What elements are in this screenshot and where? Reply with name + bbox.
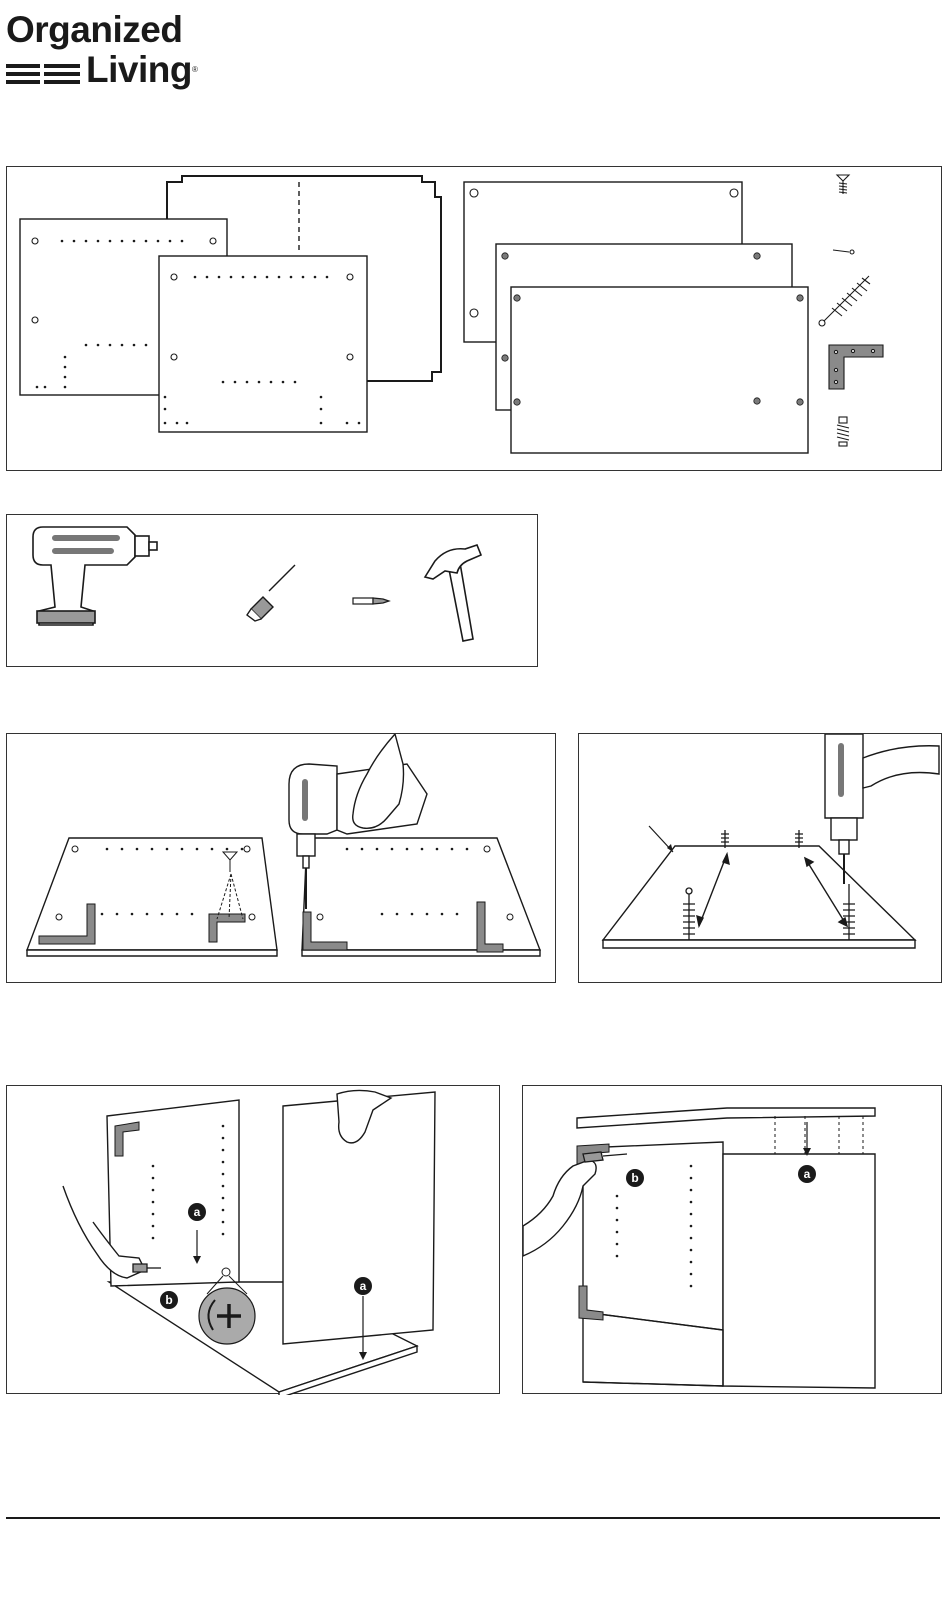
footer-rule (6, 1517, 940, 1519)
step-badge-b: b (626, 1169, 644, 1187)
drill-icon (825, 734, 939, 884)
step-attach-brackets-panel (6, 733, 556, 983)
dowel-pin-icon (833, 250, 854, 254)
cam-bolt-icon (819, 276, 870, 326)
step-badge-label: b (165, 1293, 172, 1307)
drill-icon (33, 527, 157, 625)
step-badge-label: a (194, 1205, 201, 1219)
step-badge-a: a (188, 1203, 206, 1221)
logo-stripes-icon (6, 64, 82, 86)
attach-brackets-illustration (7, 734, 557, 984)
parts-panel (6, 166, 942, 471)
step-badge-label: a (360, 1279, 367, 1293)
install-cam-bolts-illustration (579, 734, 943, 984)
step-badge-label: b (631, 1171, 638, 1185)
logo-line-1: Organized (6, 10, 182, 50)
hammer-icon (425, 545, 481, 641)
screw-icon (837, 175, 849, 194)
step-attach-top-panel: a b (522, 1085, 942, 1394)
step-install-cam-bolts-panel (578, 733, 942, 983)
driver-bit-icon (353, 598, 389, 604)
brand-logo: Organized Living® (6, 10, 206, 90)
step-badge-label: a (804, 1167, 811, 1181)
tools-panel (6, 514, 538, 667)
cam-lock-icon (837, 417, 849, 446)
step-badge-b: b (160, 1291, 178, 1309)
registered-mark: ® (192, 65, 197, 74)
attach-top-illustration: a b (523, 1086, 943, 1395)
step-attach-sides-panel: a a b (6, 1085, 500, 1394)
parts-illustration (7, 167, 943, 472)
step-badge-a: a (354, 1277, 372, 1295)
corner-bracket-icon (829, 345, 883, 389)
tools-illustration (7, 515, 539, 668)
attach-sides-illustration: a a b (7, 1086, 501, 1395)
step-badge-a: a (798, 1165, 816, 1183)
screwdriver-icon (247, 565, 295, 621)
logo-word-living: Living (86, 49, 192, 90)
